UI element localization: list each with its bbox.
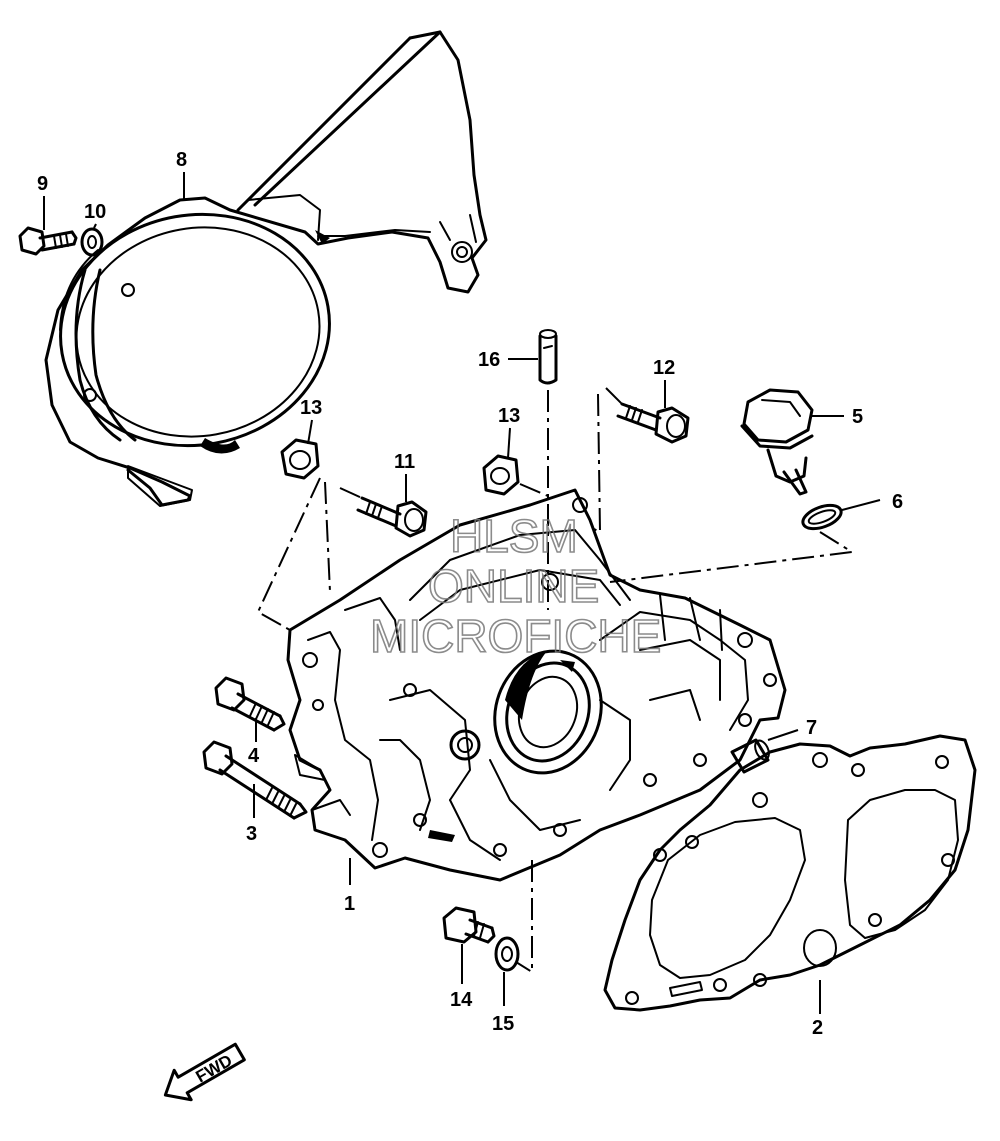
part-2-gasket xyxy=(603,734,977,1012)
callout-9: 9 xyxy=(37,173,48,195)
callout-13-right: 13 xyxy=(498,405,520,427)
arrow-icon xyxy=(163,1042,246,1102)
callout-11: 11 xyxy=(394,451,415,473)
part-14-bolt xyxy=(442,906,496,944)
part-13-nut-left xyxy=(280,438,320,480)
part-7-dowel xyxy=(730,738,770,774)
callout-7: 7 xyxy=(806,717,817,739)
part-4-bolt xyxy=(214,676,286,732)
part-12-bolt xyxy=(616,402,690,444)
part-16-pin xyxy=(538,329,558,385)
fwd-direction-arrow: FWD xyxy=(163,1042,246,1102)
callout-15: 15 xyxy=(492,1013,514,1035)
part-8-cover xyxy=(44,30,488,507)
callout-5: 5 xyxy=(852,406,863,428)
part-11-bolt xyxy=(356,496,428,538)
callout-4: 4 xyxy=(248,745,260,767)
callout-16: 16 xyxy=(478,349,500,371)
watermark: HLSM ONLINE MICROFICHE xyxy=(369,509,662,663)
part-10-washer xyxy=(80,227,104,257)
assembly-lines xyxy=(256,387,855,974)
callout-12: 12 xyxy=(653,357,675,379)
callout-3: 3 xyxy=(246,823,257,845)
callout-13-left: 13 xyxy=(300,397,322,419)
watermark-line-3: MICROFICHE xyxy=(370,610,661,662)
part-13-nut-right xyxy=(482,454,520,496)
part-5-cap xyxy=(740,388,814,496)
part-9-bolt xyxy=(18,226,78,256)
part-6-o-ring xyxy=(801,503,843,531)
part-15-washer xyxy=(494,936,520,972)
callout-14: 14 xyxy=(450,989,473,1011)
callout-2: 2 xyxy=(812,1017,823,1039)
part-3-bolt xyxy=(202,740,308,820)
callout-numbers: 8 9 10 13 11 13 16 12 5 6 7 4 3 1 14 15 … xyxy=(37,149,903,1039)
watermark-line-2: ONLINE xyxy=(428,560,599,612)
leader-lines xyxy=(43,172,881,1014)
watermark-line-1: HLSM xyxy=(450,510,578,562)
part-1-crankcase xyxy=(286,488,787,882)
callout-10: 10 xyxy=(84,201,106,223)
callout-1: 1 xyxy=(344,893,355,915)
callout-6: 6 xyxy=(892,491,903,513)
callout-8: 8 xyxy=(176,149,187,171)
